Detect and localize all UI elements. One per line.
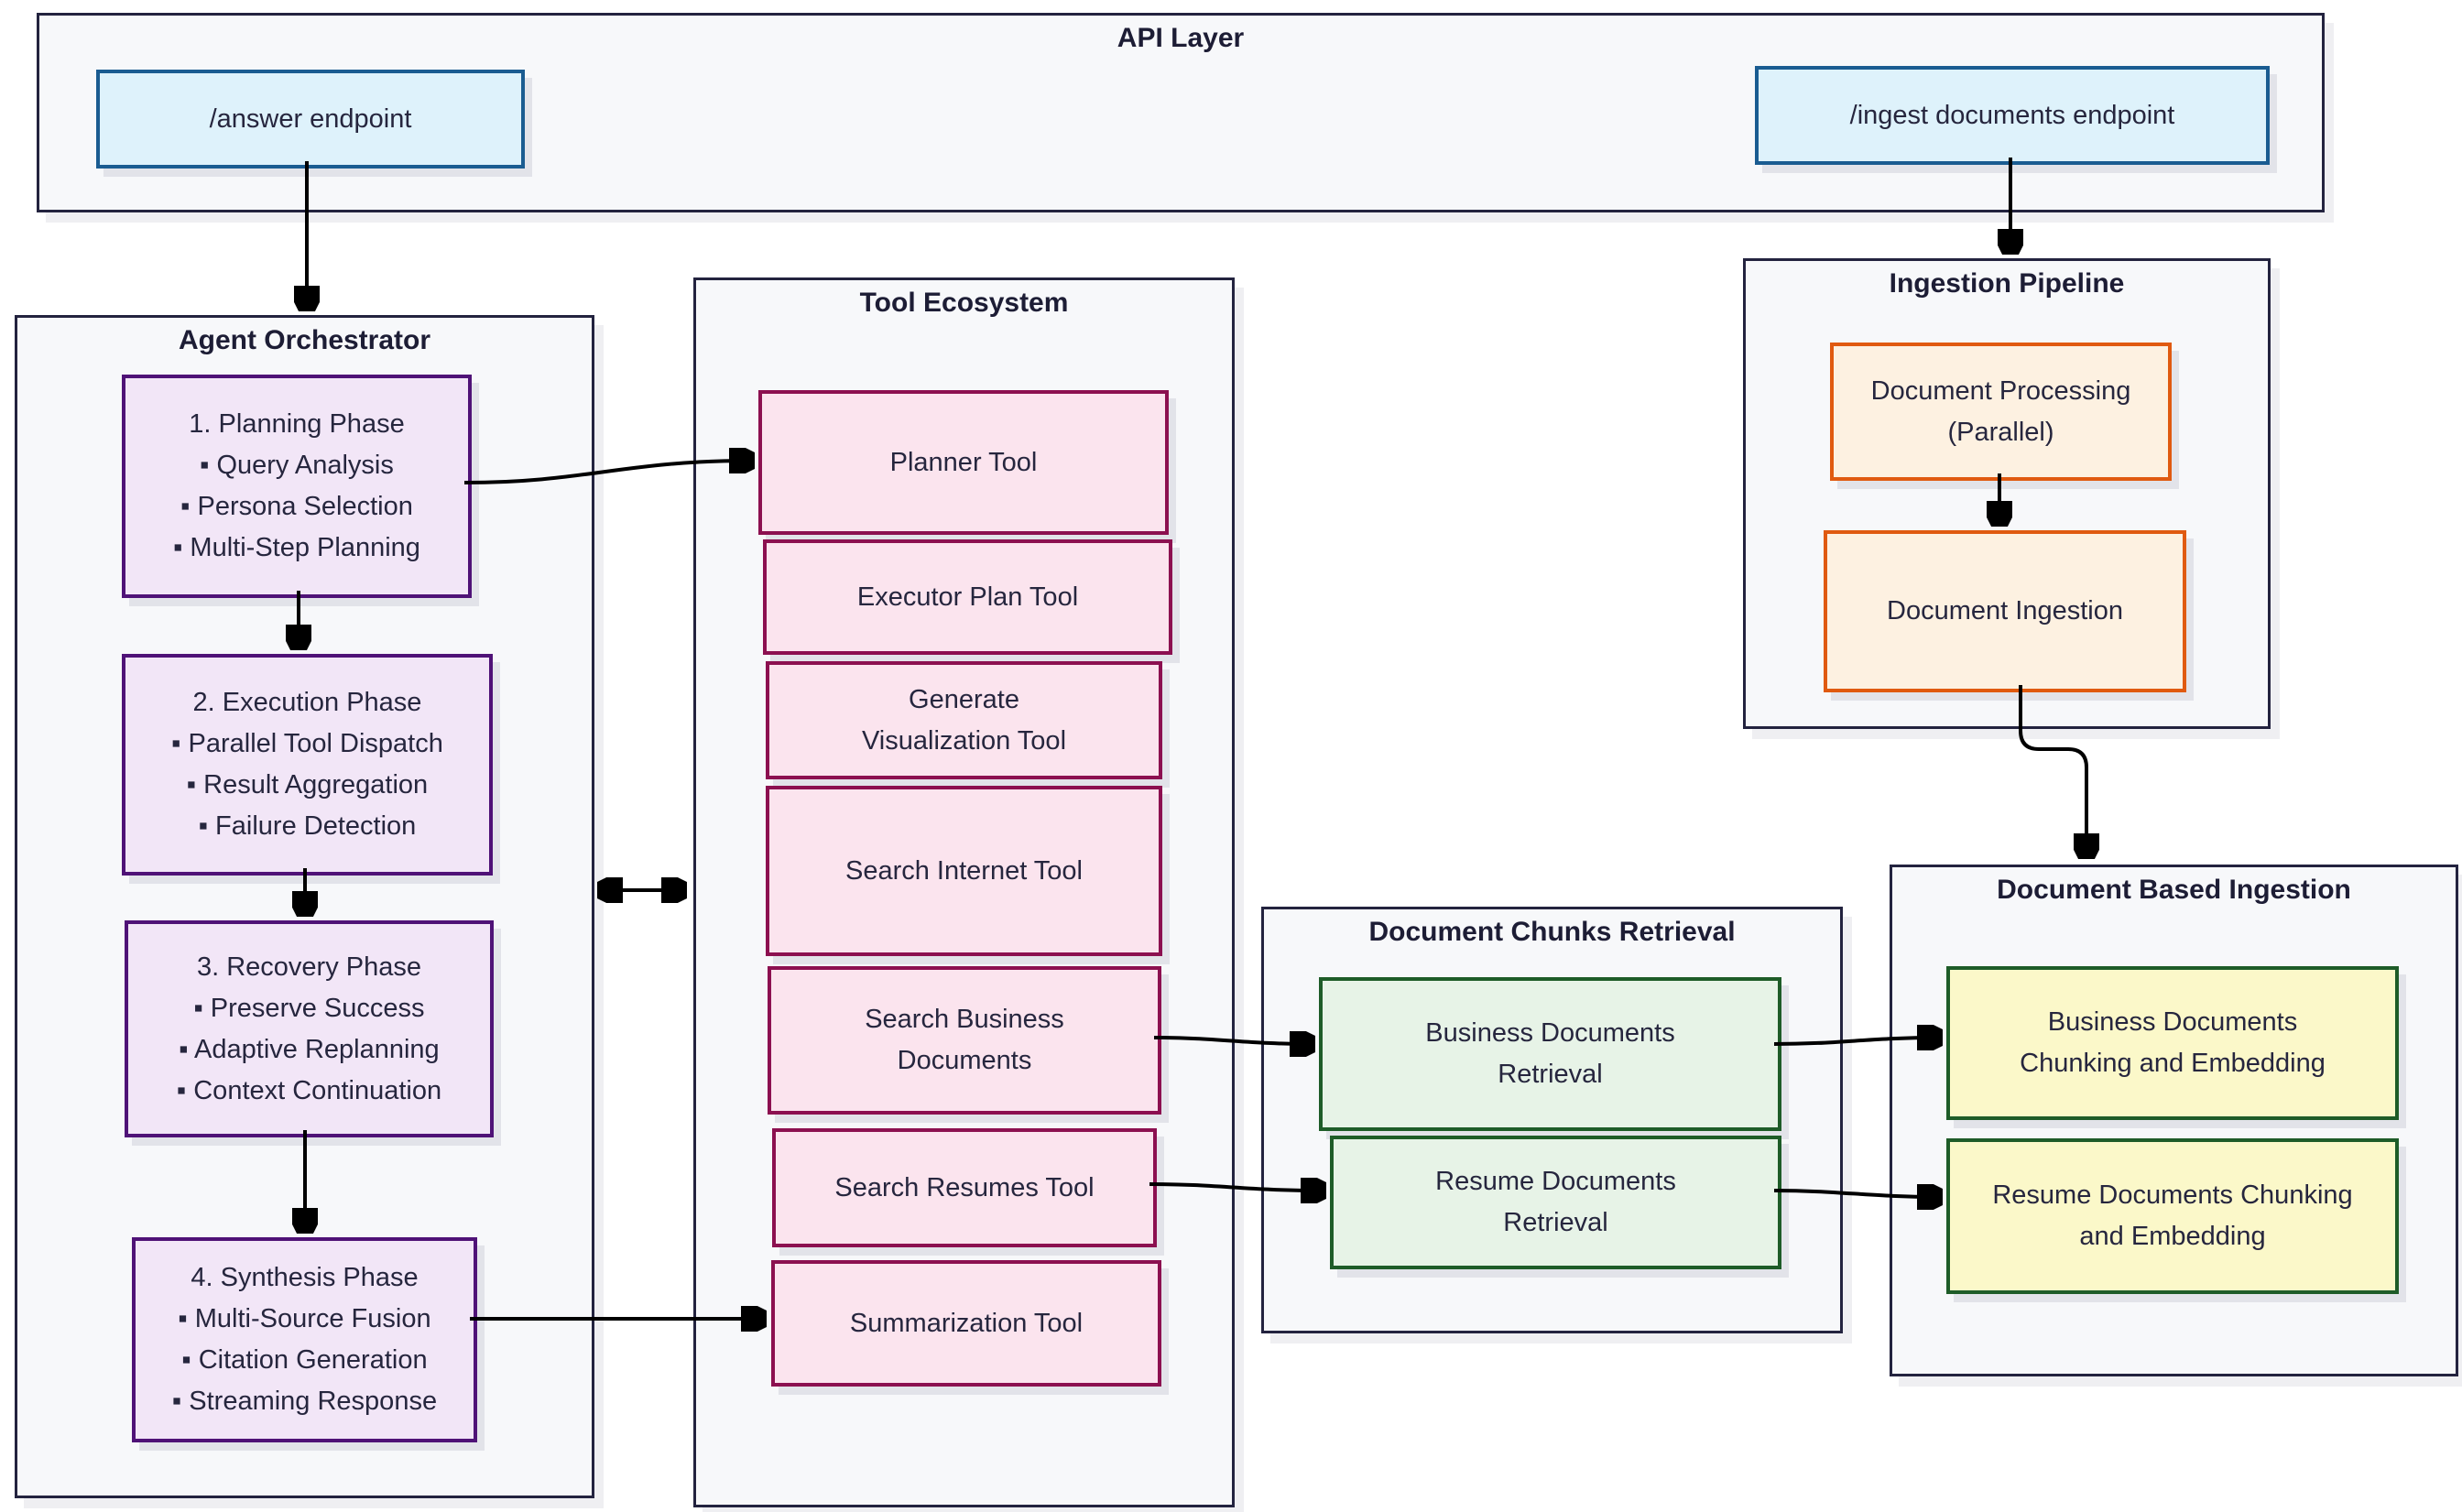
phase-line: ▪ Streaming Response — [171, 1387, 438, 1416]
agent-orchestrator-title: Agent Orchestrator — [178, 325, 431, 355]
executor-plan-tool-node: Executor Plan Tool — [763, 539, 1172, 655]
phase-line: 4. Synthesis Phase — [191, 1263, 419, 1292]
search-internet-tool-node: Search Internet Tool — [766, 786, 1162, 956]
chunking-label: Chunking and Embedding — [2020, 1049, 2326, 1078]
phase-line: ▪ Citation Generation — [181, 1345, 428, 1375]
pipeline-label: Document Processing — [1870, 375, 2131, 406]
document-based-ingestion-title: Document Based Ingestion — [1997, 875, 2351, 905]
tool-label: Summarization Tool — [849, 1308, 1084, 1338]
execution-phase-node: 2. Execution Phase ▪ Parallel Tool Dispa… — [122, 654, 493, 876]
answer-endpoint-node: /answer endpoint — [96, 70, 525, 169]
phase-line: ▪ Parallel Tool Dispatch — [171, 729, 443, 758]
chunking-label: and Embedding — [2079, 1222, 2266, 1251]
retrieval-label: Retrieval — [1498, 1060, 1603, 1089]
tool-label: Search Internet Tool — [844, 855, 1084, 886]
retrieval-label: Resume Documents — [1435, 1167, 1676, 1196]
pipeline-label: (Parallel) — [1947, 417, 2054, 447]
tool-label: Generate — [909, 684, 1019, 714]
document-based-ingestion-container: Document Based Ingestion — [1890, 865, 2458, 1376]
tool-ecosystem-title: Tool Ecosystem — [859, 288, 1069, 318]
business-documents-chunking-embedding-node: Business Documents Chunking and Embeddin… — [1946, 966, 2399, 1120]
document-ingestion-node: Document Ingestion — [1824, 530, 2186, 692]
phase-line: ▪ Context Continuation — [176, 1075, 442, 1105]
tool-label: Search Resumes Tool — [834, 1172, 1095, 1202]
tool-label: Search Business — [865, 1005, 1064, 1034]
chunking-label: Business Documents — [2047, 1007, 2298, 1037]
planning-phase-node: 1. Planning Phase ▪ Query Analysis ▪ Per… — [122, 375, 472, 598]
phase-line: ▪ Multi-Step Planning — [173, 533, 420, 562]
phase-line: ▪ Preserve Success — [193, 993, 425, 1023]
phase-line: 1. Planning Phase — [189, 409, 405, 439]
ingestion-pipeline-title: Ingestion Pipeline — [1889, 268, 2125, 299]
chunking-label: Resume Documents Chunking — [1992, 1180, 2353, 1210]
tool-label: Visualization Tool — [861, 725, 1067, 756]
retrieval-label: Business Documents — [1425, 1018, 1675, 1048]
summarization-tool-node: Summarization Tool — [771, 1260, 1161, 1387]
resume-documents-retrieval-node: Resume Documents Retrieval — [1330, 1136, 1781, 1269]
phase-line: ▪ Adaptive Replanning — [179, 1034, 440, 1064]
business-documents-retrieval-node: Business Documents Retrieval — [1319, 977, 1781, 1131]
search-resumes-tool-node: Search Resumes Tool — [772, 1128, 1157, 1247]
phase-line: ▪ Failure Detection — [198, 811, 417, 841]
recovery-phase-node: 3. Recovery Phase ▪ Preserve Success ▪ A… — [125, 920, 494, 1137]
phase-line: 3. Recovery Phase — [196, 952, 421, 982]
pipeline-label: Document Ingestion — [1887, 596, 2123, 625]
phase-line: 2. Execution Phase — [192, 688, 422, 717]
answer-endpoint-label: /answer endpoint — [209, 103, 412, 134]
search-business-documents-node: Search Business Documents — [768, 966, 1161, 1115]
tool-label: Documents — [897, 1046, 1032, 1075]
phase-line: ▪ Query Analysis — [200, 451, 394, 480]
synthesis-phase-node: 4. Synthesis Phase ▪ Multi-Source Fusion… — [132, 1237, 477, 1442]
phase-line: ▪ Multi-Source Fusion — [178, 1304, 431, 1333]
planner-tool-node: Planner Tool — [758, 390, 1169, 535]
resume-documents-chunking-embedding-node: Resume Documents Chunking and Embedding — [1946, 1138, 2399, 1294]
retrieval-label: Retrieval — [1503, 1208, 1608, 1237]
ingest-documents-endpoint-node: /ingest documents endpoint — [1755, 66, 2270, 165]
api-layer-title: API Layer — [1117, 23, 1245, 53]
generate-visualization-tool-node: Generate Visualization Tool — [766, 661, 1162, 779]
phase-line: ▪ Persona Selection — [180, 492, 413, 521]
tool-label: Planner Tool — [889, 447, 1038, 477]
document-chunks-retrieval-title: Document Chunks Retrieval — [1368, 917, 1736, 947]
tool-label: Executor Plan Tool — [856, 582, 1079, 612]
phase-line: ▪ Result Aggregation — [186, 770, 429, 800]
document-processing-node: Document Processing (Parallel) — [1830, 343, 2172, 481]
ingest-documents-endpoint-label: /ingest documents endpoint — [1849, 100, 2175, 130]
